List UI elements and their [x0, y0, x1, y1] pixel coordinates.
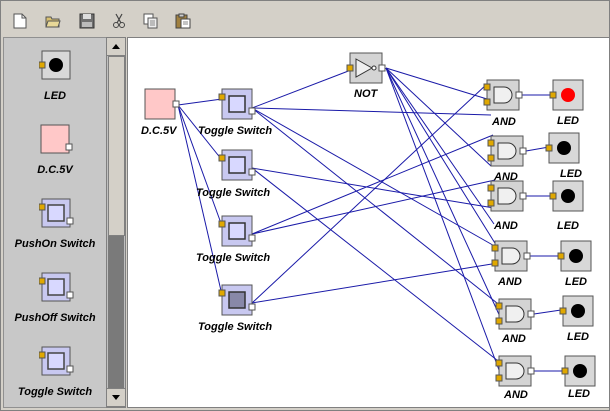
circuit-canvas[interactable]: D.C.5V Toggle Switch Toggle Switch Toggl… — [127, 37, 610, 408]
not-gate[interactable] — [346, 52, 386, 84]
paste-icon[interactable] — [171, 9, 195, 33]
led-label: LED — [565, 276, 587, 288]
dc-source[interactable] — [144, 88, 180, 120]
led-label: LED — [557, 220, 579, 232]
scroll-track[interactable] — [108, 236, 124, 388]
and-gate-5[interactable] — [495, 298, 535, 330]
toggle-switch-icon — [39, 346, 74, 376]
palette-label: PushOff Switch — [14, 312, 96, 324]
scroll-down-button[interactable] — [107, 388, 125, 407]
and-gate-label: AND — [498, 276, 522, 288]
toggle-switch-4[interactable] — [218, 284, 256, 316]
and-gate-label: AND — [494, 220, 518, 232]
wires — [177, 67, 563, 379]
led-lamp-off — [561, 189, 575, 203]
led-icon — [39, 50, 71, 80]
dc-source-label: D.C.5V — [141, 125, 177, 137]
led-5[interactable] — [559, 295, 594, 327]
led-3[interactable] — [549, 180, 584, 212]
led-label: LED — [557, 115, 579, 127]
save-disk-icon[interactable] — [75, 9, 99, 33]
toggle-switch-label: Toggle Switch — [196, 252, 271, 264]
led-2[interactable] — [545, 132, 580, 164]
led-lamp-off — [571, 304, 585, 318]
led-lamp-off — [557, 141, 571, 155]
palette-item-push-on-switch[interactable]: PushOn Switch — [4, 194, 106, 264]
palette-item-dc-source[interactable]: D.C.5V — [4, 120, 106, 190]
scroll-thumb[interactable] — [108, 56, 125, 236]
and-gate-label: AND — [492, 116, 516, 128]
led-lamp-on — [561, 88, 575, 102]
new-file-icon[interactable] — [9, 9, 33, 33]
toggle-switch-2[interactable] — [218, 149, 256, 181]
palette-item-push-off-switch[interactable]: PushOff Switch — [4, 268, 106, 338]
led-lamp-off — [569, 249, 583, 263]
palette-label: LED — [44, 90, 66, 102]
and-gate-label: AND — [504, 389, 528, 401]
cut-scissors-icon[interactable] — [107, 9, 131, 33]
toggle-switch-1[interactable] — [218, 88, 256, 120]
led-lamp-off — [573, 364, 587, 378]
arrow-down-icon — [112, 395, 120, 400]
led-label: LED — [567, 331, 589, 343]
dc-source-icon — [40, 124, 73, 154]
led-label: LED — [560, 168, 582, 180]
and-gate-2[interactable] — [487, 135, 527, 167]
circuit-diagram — [144, 52, 596, 387]
palette-item-led[interactable]: LED — [4, 46, 106, 116]
and-gate-label: AND — [502, 333, 526, 345]
and-gate-3[interactable] — [487, 180, 527, 212]
toolbar — [1, 1, 609, 37]
and-gate-1[interactable] — [483, 79, 523, 111]
scroll-up-button[interactable] — [107, 38, 125, 56]
arrow-up-icon — [112, 44, 120, 49]
toggle-switch-label: Toggle Switch — [198, 321, 273, 333]
not-gate-label: NOT — [354, 88, 378, 100]
push-on-switch-icon — [39, 198, 74, 228]
led-1[interactable] — [549, 79, 584, 111]
and-gate-label: AND — [494, 171, 518, 183]
toggle-switch-label: Toggle Switch — [198, 125, 273, 137]
open-folder-icon[interactable] — [41, 9, 65, 33]
palette-label: D.C.5V — [37, 164, 73, 176]
led-label: LED — [568, 388, 590, 400]
palette-label: PushOn Switch — [14, 238, 96, 250]
palette-scrollbar[interactable] — [106, 37, 126, 408]
copy-icon[interactable] — [139, 9, 163, 33]
toggle-switch-label: Toggle Switch — [196, 187, 271, 199]
palette-item-toggle-switch[interactable]: Toggle Switch — [4, 342, 106, 407]
led-6[interactable] — [561, 355, 596, 387]
push-off-switch-icon — [39, 272, 74, 302]
led-4[interactable] — [557, 240, 592, 272]
and-gate-4[interactable] — [491, 240, 531, 272]
and-gate-6[interactable] — [495, 355, 535, 387]
toggle-switch-3[interactable] — [218, 215, 256, 247]
component-palette: LED D.C.5V PushOn Switch — [3, 37, 107, 408]
palette-label: Toggle Switch — [17, 386, 93, 398]
